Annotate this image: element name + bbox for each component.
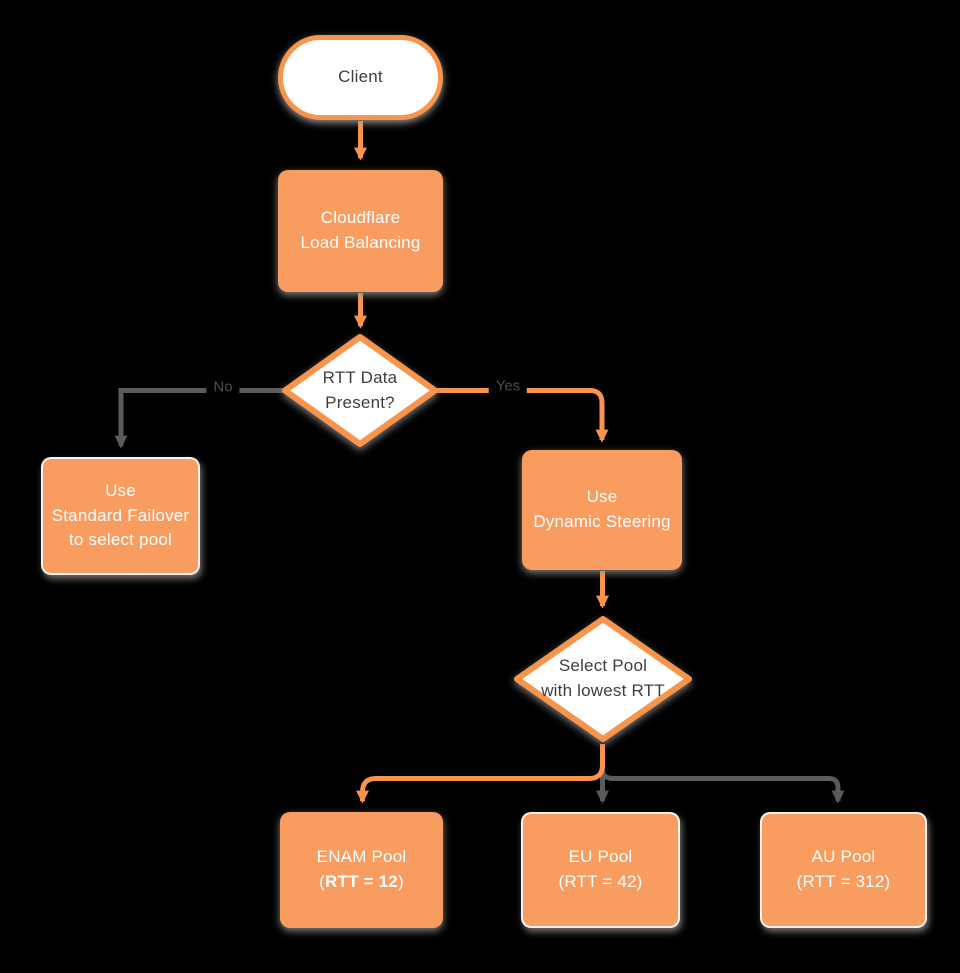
diamond-shape	[282, 334, 438, 447]
enam-pool-name: ENAM Pool	[316, 847, 407, 867]
node-standard-failover-label: Use Standard Failover to select pool	[51, 481, 190, 550]
edge-selectpool-to-au	[600, 744, 845, 804]
diamond-shape	[514, 616, 692, 742]
node-load-balancing: Cloudflare Load Balancing	[278, 170, 443, 292]
edge-rtt-no-to-failover	[114, 388, 284, 449]
node-enam-pool: ENAM Pool (RTT = 12)	[280, 812, 443, 928]
node-client: Client	[278, 35, 443, 120]
enam-rtt-paren-open: (	[319, 872, 326, 891]
node-dynamic-steering: Use Dynamic Steering	[522, 450, 682, 570]
node-dynamic-steering-label: Use Dynamic Steering	[533, 487, 671, 531]
node-eu-pool: EU Pool (RTT = 42)	[521, 812, 680, 928]
node-enam-pool-label: ENAM Pool (RTT = 12)	[317, 845, 407, 894]
node-rtt-decision: RTT Data Present?	[281, 333, 439, 448]
node-client-label: Client	[338, 67, 383, 87]
enam-rtt-paren-close: )	[397, 872, 404, 891]
edge-selectpool-to-enam	[356, 744, 605, 804]
node-select-pool-label: Select Pool with lowest RTT	[541, 656, 665, 700]
edge-label-yes: Yes	[488, 375, 528, 397]
node-select-pool: Select Pool with lowest RTT	[513, 615, 693, 743]
node-au-pool: AU Pool (RTT = 312)	[760, 812, 927, 928]
enam-rtt-value: RTT = 12	[325, 872, 398, 891]
edge-rtt-yes-to-dynamic	[437, 388, 609, 443]
node-au-pool-label: AU Pool (RTT = 312)	[796, 847, 891, 891]
node-load-balancing-label: Cloudflare Load Balancing	[300, 208, 421, 252]
node-eu-pool-label: EU Pool (RTT = 42)	[558, 847, 643, 891]
node-rtt-decision-label: RTT Data Present?	[322, 367, 398, 412]
node-standard-failover: Use Standard Failover to select pool	[41, 457, 200, 575]
edge-label-no: No	[206, 376, 240, 398]
